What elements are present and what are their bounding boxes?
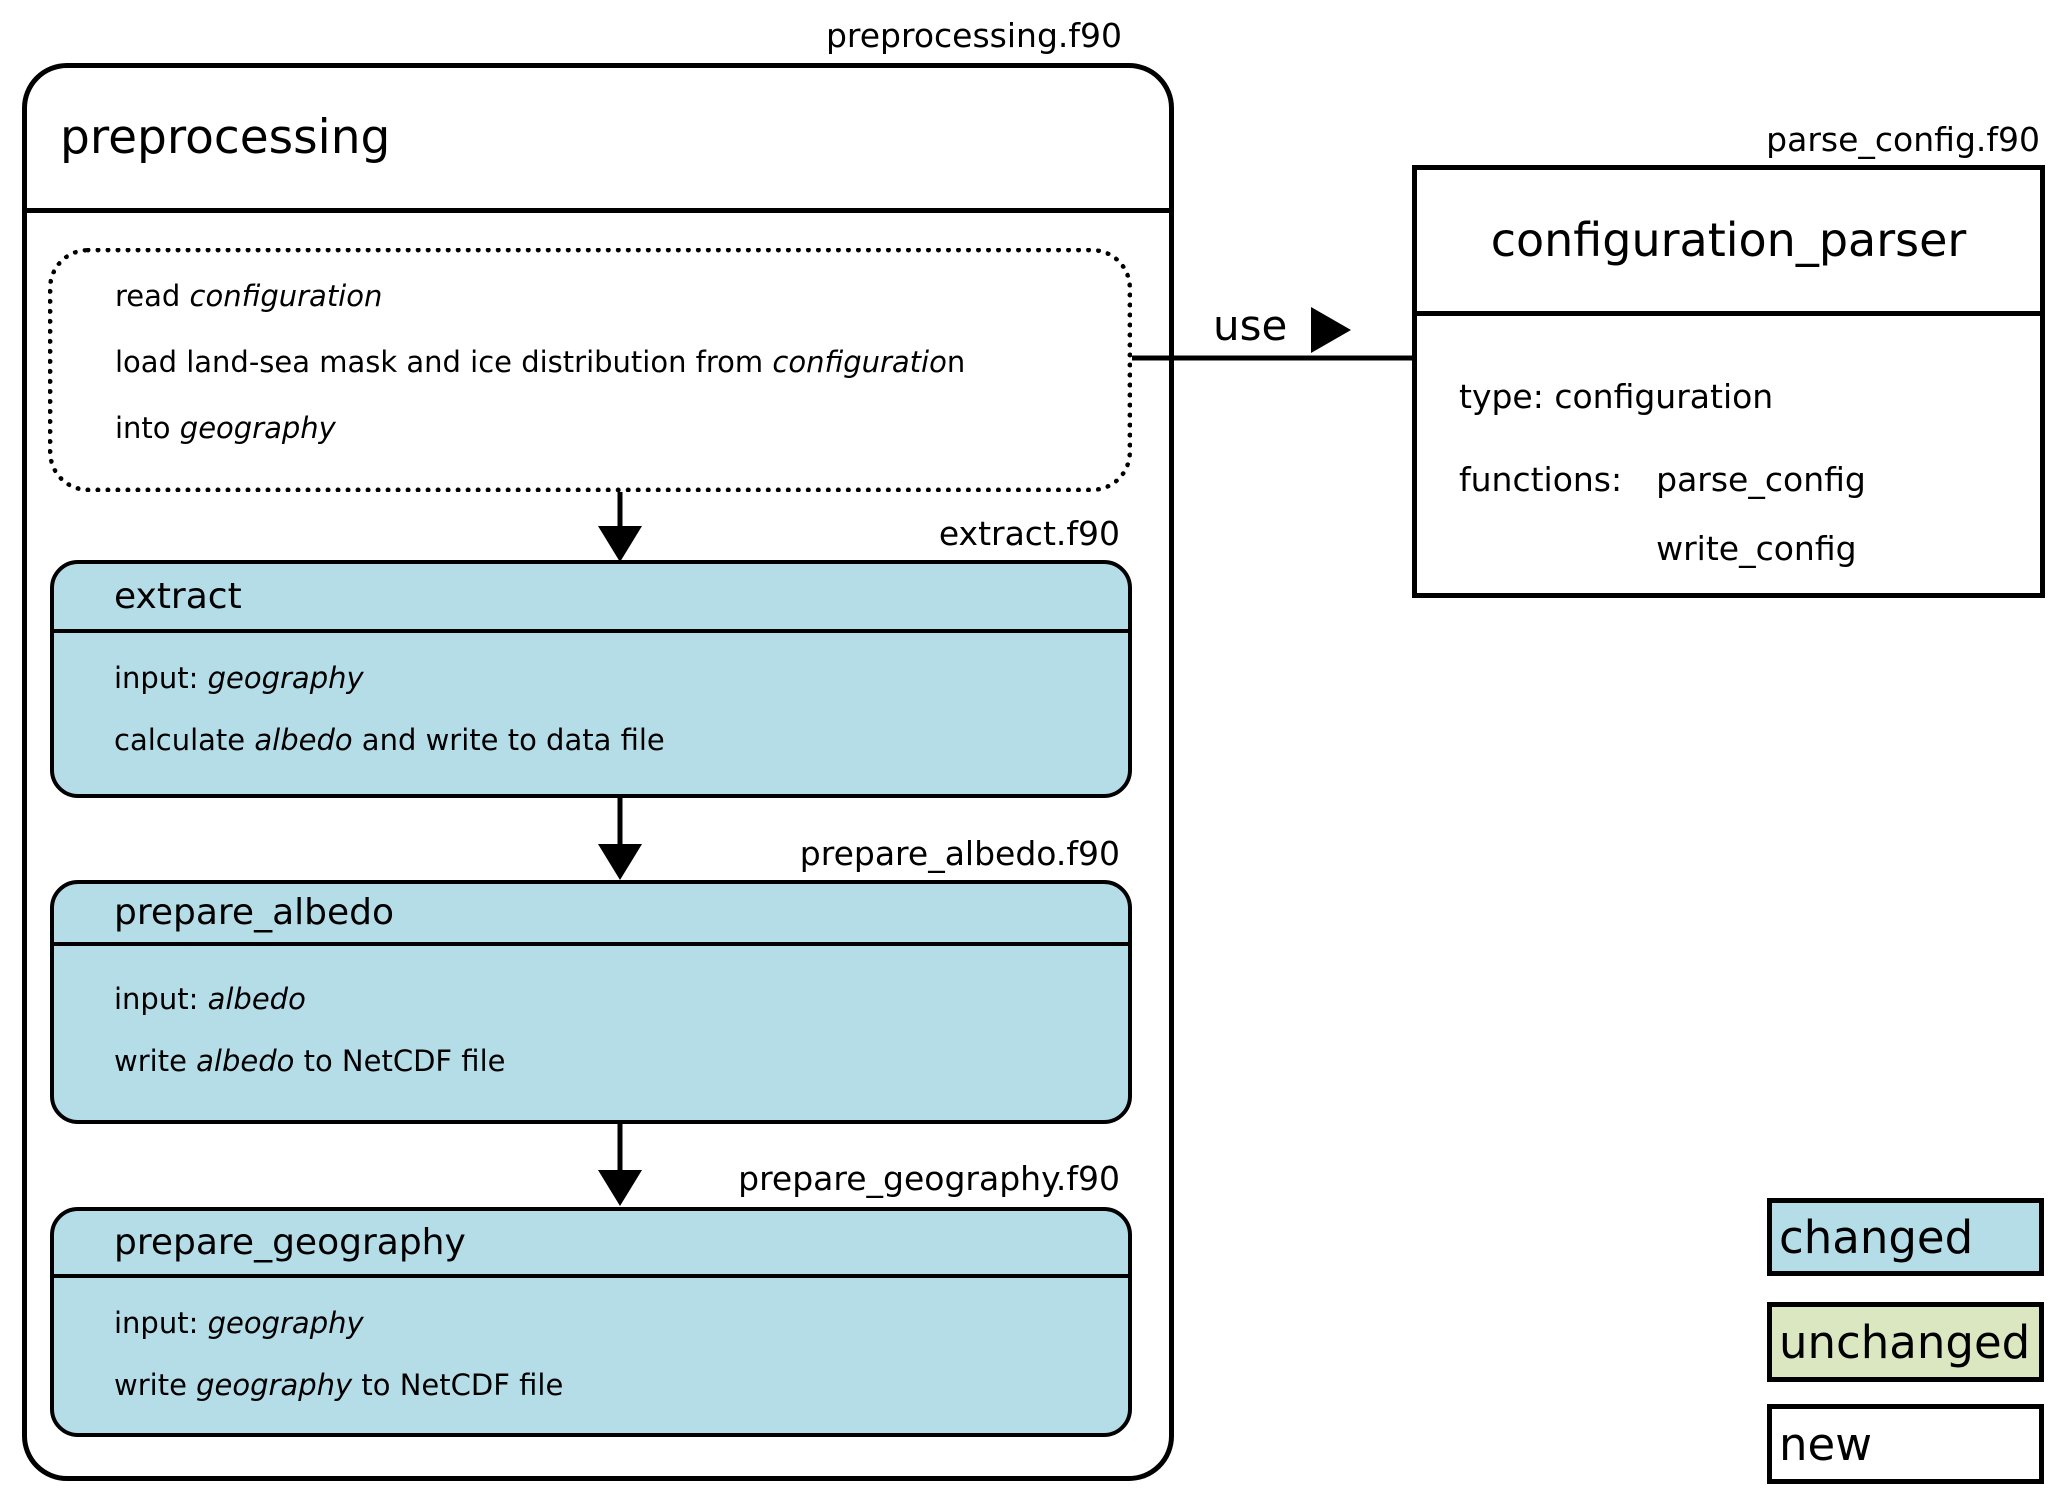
text-run: input: <box>114 982 208 1016</box>
text-run-italic: albedo <box>254 723 353 757</box>
prepare-albedo-module-box: prepare_albedo input: albedo write albed… <box>50 880 1132 1124</box>
use-connector-label: use <box>1213 301 1288 350</box>
prepare-geography-header: prepare_geography <box>54 1211 1128 1278</box>
function-name: parse_config <box>1656 460 1866 499</box>
prepare-geography-module-box: prepare_geography input: geography write… <box>50 1207 1132 1437</box>
legend-label-unchanged: unchanged <box>1779 1315 2031 1369</box>
text-run: calculate <box>114 723 255 757</box>
text-run-italic: albedo <box>196 1044 295 1078</box>
text-run: load land-sea mask and ice distribution … <box>115 345 773 379</box>
text-run-italic: albedo <box>207 982 306 1016</box>
text-run: into <box>115 411 180 445</box>
text-run-italic: configuration <box>189 279 383 313</box>
extract-line-2: calculate albedo and write to data file <box>114 709 1128 771</box>
prepare-geography-line-2: write geography to NetCDF file <box>114 1354 1128 1416</box>
text-run-italic: geography <box>179 411 336 445</box>
text-run-italic: geography <box>196 1368 353 1402</box>
configuration-parser-header: configuration_parser <box>1417 170 2040 316</box>
init-steps-box: read configuration load land-sea mask an… <box>48 248 1132 492</box>
init-line-3: into geography <box>115 395 1127 461</box>
text-run: n <box>946 345 966 379</box>
legend-item-changed: changed <box>1767 1198 2044 1276</box>
text-run-italic: configuratio <box>772 345 947 379</box>
functions-list: parse_config write_config <box>1656 445 1866 583</box>
init-line-2: load land-sea mask and ice distribution … <box>115 329 1127 395</box>
file-label-parse-config: parse_config.f90 <box>1766 120 2040 159</box>
legend-label-new: new <box>1779 1417 1873 1471</box>
file-label-prepare-albedo: prepare_albedo.f90 <box>799 834 1120 873</box>
preprocessing-header: preprocessing <box>27 68 1169 213</box>
configuration-parser-functions-row: functions: parse_config write_config <box>1459 445 2040 583</box>
extract-body: input: geography calculate albedo and wr… <box>54 633 1128 771</box>
file-label-prepare-geography: prepare_geography.f90 <box>738 1159 1120 1198</box>
text-run: read <box>115 279 190 313</box>
text-run: input: <box>114 1306 208 1340</box>
configuration-parser-type-line: type: configuration <box>1459 377 1774 416</box>
extract-title: extract <box>114 576 242 617</box>
prepare-geography-body: input: geography write geography to NetC… <box>54 1278 1128 1416</box>
text-run: write <box>114 1368 197 1402</box>
text-run: and write to data file <box>352 723 665 757</box>
extract-module-box: extract input: geography calculate albed… <box>50 560 1132 798</box>
extract-header: extract <box>54 564 1128 633</box>
preprocessing-title: preprocessing <box>60 110 391 165</box>
configuration-parser-title: configuration_parser <box>1490 213 1967 267</box>
function-name: write_config <box>1656 529 1857 568</box>
prepare-albedo-body: input: albedo write albedo to NetCDF fil… <box>54 946 1128 1092</box>
text-run: to NetCDF file <box>294 1044 506 1078</box>
configuration-parser-body: type: configuration functions: parse_con… <box>1417 316 2040 583</box>
legend-item-unchanged: unchanged <box>1767 1302 2044 1382</box>
functions-label: functions: <box>1459 460 1623 499</box>
text-run-italic: geography <box>207 1306 364 1340</box>
text-run-italic: geography <box>207 661 364 695</box>
init-line-1: read configuration <box>115 263 1127 329</box>
text-run: to NetCDF file <box>352 1368 564 1402</box>
prepare-albedo-header: prepare_albedo <box>54 884 1128 946</box>
preprocessing-module-box: preprocessing <box>22 63 1174 1481</box>
prepare-geography-line-1: input: geography <box>114 1292 1128 1354</box>
configuration-parser-module-box: configuration_parser type: configuration… <box>1412 165 2045 598</box>
use-arrowhead-icon <box>1311 307 1351 353</box>
prepare-albedo-line-1: input: albedo <box>114 968 1128 1030</box>
legend-item-new: new <box>1767 1404 2044 1484</box>
prepare-albedo-line-2: write albedo to NetCDF file <box>114 1030 1128 1092</box>
extract-line-1: input: geography <box>114 647 1128 709</box>
legend-label-changed: changed <box>1779 1210 1974 1264</box>
file-label-extract: extract.f90 <box>938 514 1120 553</box>
prepare-geography-title: prepare_geography <box>114 1222 466 1263</box>
prepare-albedo-title: prepare_albedo <box>114 892 395 933</box>
text-run: write <box>114 1044 197 1078</box>
file-label-preprocessing: preprocessing.f90 <box>825 16 1122 55</box>
text-run: input: <box>114 661 208 695</box>
